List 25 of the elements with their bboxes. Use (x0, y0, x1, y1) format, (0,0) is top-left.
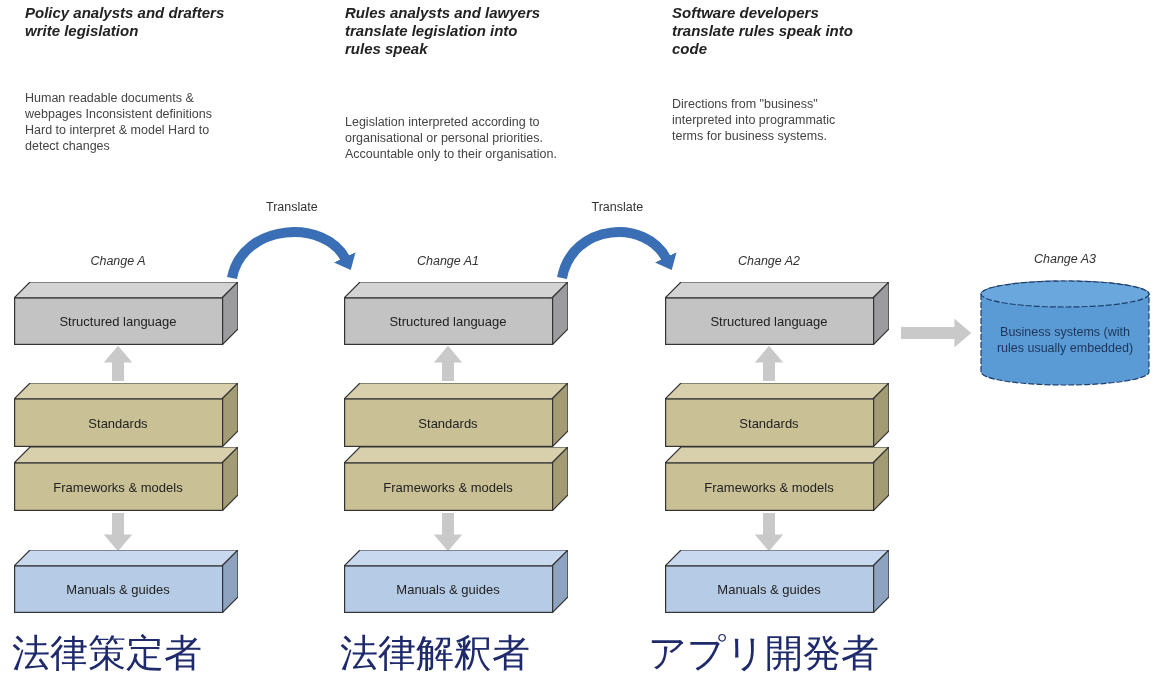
curved-arrow (227, 227, 355, 280)
role-label: アプリ開発者 (648, 630, 879, 677)
curved-arrow (557, 227, 676, 280)
description-text: Legislation interpreted according to organisational or personal priorities. Accountable only to their organisation. (345, 114, 558, 162)
column-heading: Software developers translate rules speak into code (672, 4, 854, 58)
column-heading: Policy analysts and drafters write legislation (25, 4, 226, 40)
block-arrow (901, 318, 972, 348)
role-label: 法律策定者 (12, 630, 202, 677)
database-cylinder: Business systems (with rules usually embedded) (980, 280, 1150, 386)
block-arrow (103, 513, 133, 552)
description-text: Human readable documents & webpages Inconsistent definitions Hard to interpret & model Hard to detect changes (25, 90, 213, 154)
change-caption: Change A (89, 254, 147, 268)
description-text: Directions from "business" interpreted into programmatic terms for business systems. (672, 96, 837, 144)
block-arrow (754, 345, 784, 381)
change-caption: Change A2 (736, 254, 802, 268)
column-heading: Rules analysts and lawyers translate legislation into rules speak (345, 4, 542, 58)
block-arrow (433, 345, 463, 381)
edge-label: Translate (589, 200, 646, 214)
change-caption: Change A3 (1032, 252, 1098, 266)
block-arrow (103, 345, 133, 381)
change-caption: Change A1 (415, 254, 481, 268)
block-arrow (433, 513, 463, 552)
role-label: 法律解釈者 (340, 630, 530, 677)
edge-label: Translate (264, 200, 320, 214)
block-arrow (754, 513, 784, 552)
